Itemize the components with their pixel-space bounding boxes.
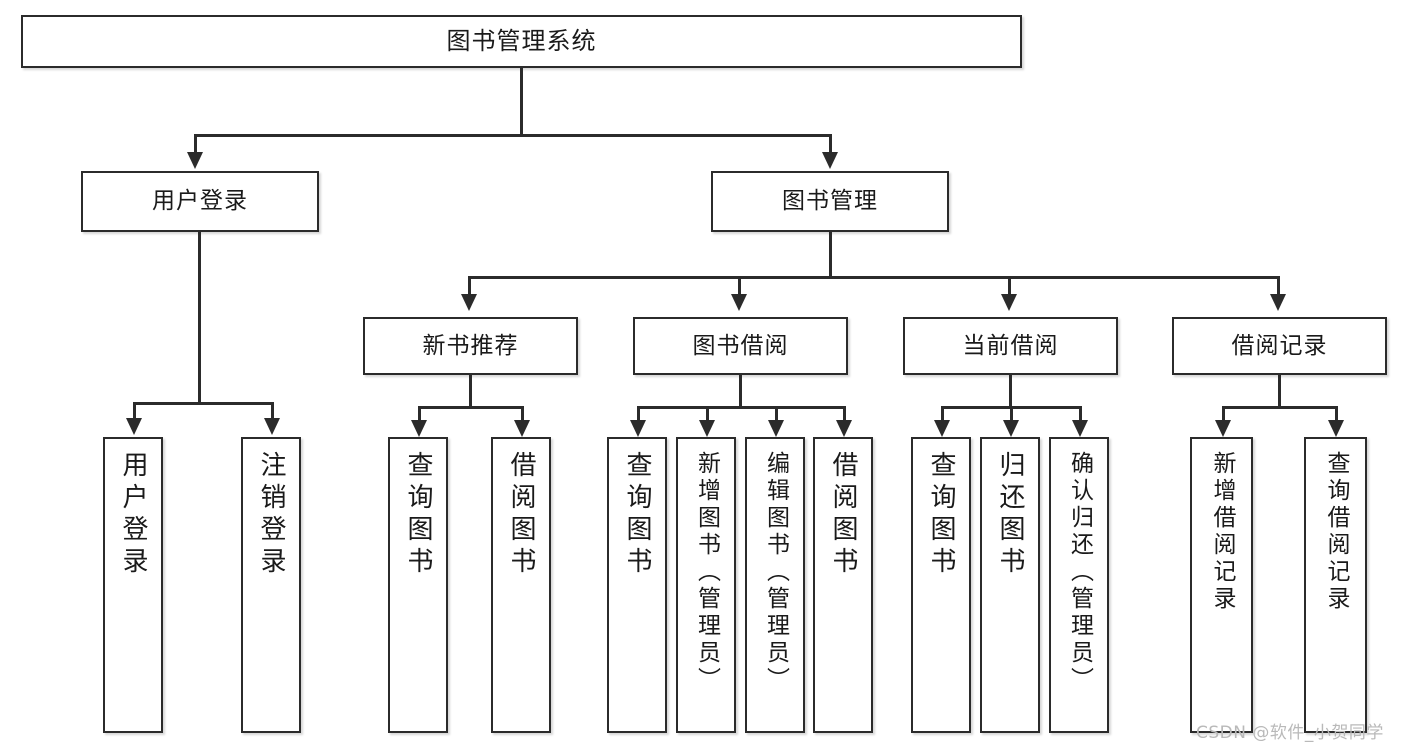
leaf-borrow-book-recommend[interactable]: 借阅图书: [491, 437, 551, 733]
connector-book-management-stem: [829, 232, 832, 278]
connector-book-borrow-stem: [739, 375, 742, 408]
connector-level3-drop-4: [1277, 276, 1280, 298]
connector-book-borrow-drop-4: [843, 406, 846, 422]
arrow-to-leaf-query-book-2: [630, 420, 646, 437]
connector-user-login-drop-1: [133, 402, 136, 420]
arrow-to-book-management: [822, 152, 838, 169]
connector-book-borrow-drop-3: [775, 406, 778, 422]
node-label: 图书借阅: [692, 332, 789, 359]
node-label: 新书推荐: [422, 332, 519, 359]
connector-level3-drop-3: [1008, 276, 1011, 298]
node-label: 用户登录: [152, 188, 248, 215]
leaf-edit-book-admin[interactable]: 编辑图书（管理员）: [745, 437, 805, 733]
connector-current-borrow-drop-2: [1010, 406, 1013, 422]
connector-root-bus: [194, 134, 831, 137]
arrow-to-leaf-confirm-return: [1072, 420, 1088, 437]
node-label: 查询图书: [622, 451, 652, 579]
leaf-query-borrow-record[interactable]: 查询借阅记录: [1304, 437, 1367, 733]
leaf-borrow-book[interactable]: 借阅图书: [813, 437, 873, 733]
leaf-logout[interactable]: 注销登录: [241, 437, 301, 733]
connector-level3-bus: [468, 276, 1280, 279]
connector-level3-drop-2: [738, 276, 741, 298]
connector-borrow-record-bus: [1222, 406, 1335, 409]
leaf-add-borrow-record[interactable]: 新增借阅记录: [1190, 437, 1253, 733]
node-user-login[interactable]: 用户登录: [81, 171, 319, 232]
connector-current-borrow-drop-3: [1079, 406, 1082, 422]
connector-book-borrow-drop-2: [706, 406, 709, 422]
node-label: 图书管理系统: [446, 26, 597, 55]
connector-root-stem: [520, 68, 523, 135]
connector-level3-drop-1: [468, 276, 471, 298]
leaf-query-book-recommend[interactable]: 查询图书: [388, 437, 448, 733]
arrow-to-new-book-recommend: [461, 294, 477, 311]
node-label: 借阅记录: [1231, 332, 1328, 359]
arrow-to-leaf-user-login: [126, 418, 142, 435]
connector-new-book-stem: [469, 375, 472, 408]
arrow-to-leaf-query-book-3: [934, 420, 950, 437]
arrow-to-leaf-borrow-book-2: [836, 420, 852, 437]
connector-borrow-record-drop-1: [1222, 406, 1225, 422]
connector-book-borrow-bus: [637, 406, 845, 409]
connector-new-book-drop-1: [418, 406, 421, 422]
leaf-user-login[interactable]: 用户登录: [103, 437, 163, 733]
arrow-to-borrow-record: [1270, 294, 1286, 311]
arrow-to-leaf-add-book: [699, 420, 715, 437]
connector-borrow-record-drop-2: [1335, 406, 1338, 422]
connector-book-borrow-drop-1: [637, 406, 640, 422]
node-label: 新增图书（管理员）: [693, 451, 720, 694]
leaf-return-book[interactable]: 归还图书: [980, 437, 1040, 733]
connector-user-login-bus: [133, 402, 273, 405]
watermark-text: CSDN @软件_小贺同学: [1196, 723, 1384, 743]
node-label: 查询图书: [926, 451, 956, 579]
connector-new-book-bus: [418, 406, 521, 409]
arrow-to-leaf-logout: [264, 418, 280, 435]
leaf-query-book-current[interactable]: 查询图书: [911, 437, 971, 733]
arrow-to-leaf-query-book-1: [411, 420, 427, 437]
node-label: 归还图书: [995, 451, 1025, 579]
arrow-to-leaf-edit-book: [768, 420, 784, 437]
arrow-to-book-borrow: [731, 294, 747, 311]
node-label: 图书管理: [782, 188, 878, 215]
node-label: 确认归还（管理员）: [1066, 451, 1093, 694]
node-book-management[interactable]: 图书管理: [711, 171, 949, 232]
node-label: 查询借阅记录: [1323, 451, 1349, 613]
arrow-to-user-login: [187, 152, 203, 169]
node-label: 借阅图书: [828, 451, 858, 579]
leaf-add-book-admin[interactable]: 新增图书（管理员）: [676, 437, 736, 733]
arrow-to-leaf-add-record: [1215, 420, 1231, 437]
node-label: 用户登录: [118, 451, 148, 579]
connector-current-borrow-drop-1: [941, 406, 944, 422]
connector-user-login-drop-2: [271, 402, 274, 420]
node-root-book-management-system[interactable]: 图书管理系统: [21, 15, 1022, 68]
node-current-borrow[interactable]: 当前借阅: [903, 317, 1118, 375]
node-label: 新增借阅记录: [1209, 451, 1235, 613]
connector-current-borrow-stem: [1009, 375, 1012, 408]
leaf-confirm-return-admin[interactable]: 确认归还（管理员）: [1049, 437, 1109, 733]
arrow-to-leaf-return-book: [1003, 420, 1019, 437]
node-label: 借阅图书: [506, 451, 536, 579]
connector-borrow-record-stem: [1278, 375, 1281, 408]
connector-root-drop-2: [829, 134, 832, 156]
connector-new-book-drop-2: [521, 406, 524, 422]
node-label: 编辑图书（管理员）: [762, 451, 789, 694]
node-label: 查询图书: [403, 451, 433, 579]
node-borrow-record[interactable]: 借阅记录: [1172, 317, 1387, 375]
arrow-to-current-borrow: [1001, 294, 1017, 311]
node-new-book-recommend[interactable]: 新书推荐: [363, 317, 578, 375]
node-label: 当前借阅: [962, 332, 1059, 359]
arrow-to-leaf-borrow-book-1: [514, 420, 530, 437]
connector-root-drop-1: [194, 134, 197, 156]
connector-user-login-stem: [198, 232, 201, 403]
leaf-query-book-borrow[interactable]: 查询图书: [607, 437, 667, 733]
node-label: 注销登录: [256, 451, 286, 579]
arrow-to-leaf-query-record: [1328, 420, 1344, 437]
node-book-borrow[interactable]: 图书借阅: [633, 317, 848, 375]
